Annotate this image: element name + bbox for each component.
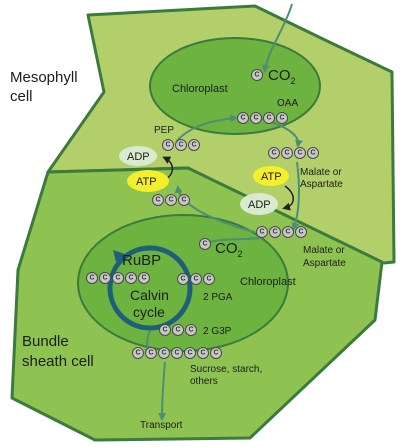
carbon-symbol: C [266, 115, 271, 122]
pep-label: PEP [154, 125, 174, 136]
g3p-label: 2 G3P [203, 326, 232, 337]
carbon-symbol: C [200, 350, 205, 357]
carbon-ball-co2-top: C [251, 69, 263, 81]
carbon-chain-malate-bottom: C C C C [256, 226, 307, 238]
carbon-symbol: C [175, 327, 180, 334]
co2-top-label: CO2 [268, 67, 296, 86]
adp-right-label: ADP [248, 199, 271, 211]
carbon-chain-rubp: C C C C C [86, 272, 150, 284]
carbon-symbol: C [148, 350, 153, 357]
bundle-sheath-label-line2: sheath cell [22, 353, 94, 370]
carbon-symbol: C [181, 197, 186, 204]
atp-adp-arrow-right [282, 185, 294, 211]
malate-bottom-label-line1: Malate or [303, 245, 345, 256]
carbon-symbol: C [284, 150, 289, 157]
carbon-symbol: C [193, 276, 198, 283]
carbon-symbol: C [297, 150, 302, 157]
carbon-symbol: C [271, 150, 276, 157]
adp-badge-right [240, 193, 278, 215]
carbon-chain-g3p: C C C [159, 324, 197, 336]
carbon-symbol: C [253, 115, 258, 122]
carbon-symbol: C [206, 276, 211, 283]
carbon-symbol: C [161, 350, 166, 357]
carbon-chain-pga: C C C [177, 273, 215, 285]
transport-arrow [158, 361, 167, 421]
carbon-symbol: C [168, 197, 173, 204]
carbon-chain-pyruvate: C C C [152, 194, 190, 206]
malate-top-label-line2: Aspartate [300, 179, 343, 190]
carbon-symbol: C [298, 229, 303, 236]
carbon-chain-oaa: C C C C [237, 112, 288, 124]
mesophyll-cell-label-line2: cell [10, 88, 33, 105]
bundle-sheath-label-line1: Bundle [22, 333, 69, 350]
chloroplast-mesophyll-label: Chloroplast [172, 83, 228, 95]
carbon-ball-co2-bottom: C [199, 238, 211, 250]
atp-badge-left [127, 170, 169, 192]
calvin-cycle-arrow-icon [113, 250, 125, 262]
mesophyll-cell-label-line1: Mesophyll [10, 69, 78, 86]
chloroplast-bundle-label: Chloroplast [240, 276, 296, 288]
rubp-label: RuBP [122, 252, 161, 269]
c3-return-arrow [174, 185, 256, 233]
carbon-symbol: C [272, 229, 277, 236]
carbon-symbol: C [174, 350, 179, 357]
oaa-label: OAA [277, 98, 298, 109]
carbon-symbol: C [155, 197, 160, 204]
sucrose-label-line2: others [190, 376, 218, 387]
calvin-label-line1: Calvin [130, 287, 169, 303]
malate-bottom-label-line2: Aspartate [303, 258, 346, 269]
carbon-symbol: C [162, 327, 167, 334]
adp-left-label: ADP [127, 151, 150, 163]
carbon-symbol: C [310, 150, 315, 157]
carbon-chain-malate-top: C C C C [268, 147, 319, 159]
pep-to-oaa-arrow [175, 114, 238, 143]
carbon-symbol: C [187, 350, 192, 357]
carbon-symbol: C [128, 275, 133, 282]
carbon-symbol: C [178, 142, 183, 149]
atp-badge-right [253, 166, 289, 186]
sucrose-label-line1: Sucrose, starch, [190, 364, 262, 375]
carbon-symbol: C [279, 115, 284, 122]
carbon-symbol: C [188, 327, 193, 334]
calvin-label-line2: cycle [133, 304, 165, 320]
carbon-symbol: C [240, 115, 245, 122]
atp-right-label: ATP [261, 171, 282, 183]
carbon-symbol: C [285, 229, 290, 236]
carbon-symbol: C [102, 275, 107, 282]
co2-top-subscript: 2 [291, 76, 296, 86]
co2-top-text: CO [268, 67, 291, 84]
malate-to-bundle-arrow [291, 161, 300, 231]
atp-left-label: ATP [136, 176, 157, 188]
carbon-symbol: C [165, 142, 170, 149]
transport-label: Transport [140, 420, 183, 431]
co2-bottom-label: CO2 [215, 240, 243, 259]
carbon-chain-sucrose: C C C C C C C [132, 347, 222, 359]
carbon-symbol: C [89, 275, 94, 282]
co2-bottom-text: CO [215, 240, 238, 257]
carbon-symbol: C [254, 72, 259, 79]
carbon-chain-pep: C C C [162, 139, 200, 151]
carbon-symbol: C [180, 276, 185, 283]
chloroplast-mesophyll [149, 37, 321, 135]
carbon-symbol: C [141, 275, 146, 282]
malate-top-label-line1: Malate or [300, 167, 342, 178]
carbon-symbol: C [135, 350, 140, 357]
pga-label: 2 PGA [203, 292, 233, 303]
carbon-symbol: C [213, 350, 218, 357]
co2-entry-arrow [261, 3, 293, 73]
carbon-symbol: C [115, 275, 120, 282]
co2-bottom-subscript: 2 [238, 249, 243, 259]
calvin-cycle-ring [107, 245, 193, 331]
carbon-symbol: C [191, 142, 196, 149]
adp-badge-left [119, 146, 157, 166]
carbon-symbol: C [259, 229, 264, 236]
carbon-symbol: C [202, 241, 207, 248]
